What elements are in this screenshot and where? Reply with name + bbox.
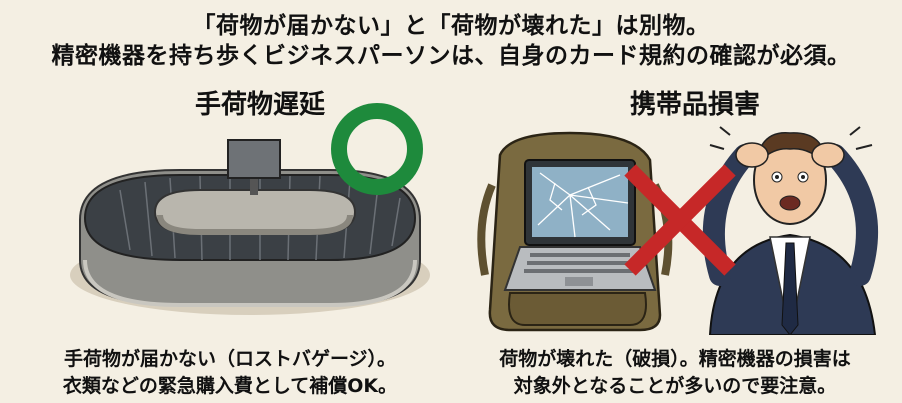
ok-circle-icon (331, 103, 423, 195)
baggage-delay-title: 手荷物遅延 (194, 90, 325, 120)
property-damage-caption-line-1: 荷物が壊れた（破損）。精密機器の損害は (499, 348, 851, 370)
distressed-man-illustration (702, 126, 878, 335)
property-damage-caption-line-2: 対象外となることが多いので要注意。 (513, 375, 837, 397)
baggage-delay-caption: 手荷物が届かない（ロストバゲージ）。 衣類などの緊急購入費として補償OK。 (20, 346, 440, 400)
baggage-delay-caption-line-2: 衣類などの緊急購入費として補償OK。 (62, 375, 398, 397)
headline-line-2: 精密機器を持ち歩くビジネスパーソンは、自身のカード規約の確認が必須。 (51, 43, 851, 69)
broken-laptop-backpack-illustration (477, 131, 673, 332)
property-damage-caption: 荷物が壊れた（破損）。精密機器の損害は 対象外となることが多いので要注意。 (455, 346, 895, 400)
baggage-delay-caption-line-1: 手荷物が届かない（ロストバゲージ）。 (63, 348, 397, 370)
baggage-carousel-illustration (70, 139, 430, 315)
ng-cross-icon (624, 164, 736, 276)
headline-line-1: 「荷物が届かない」と「荷物が壊れた」は別物。 (192, 13, 710, 39)
personal-property-damage-title: 携帯品損害 (629, 90, 760, 120)
